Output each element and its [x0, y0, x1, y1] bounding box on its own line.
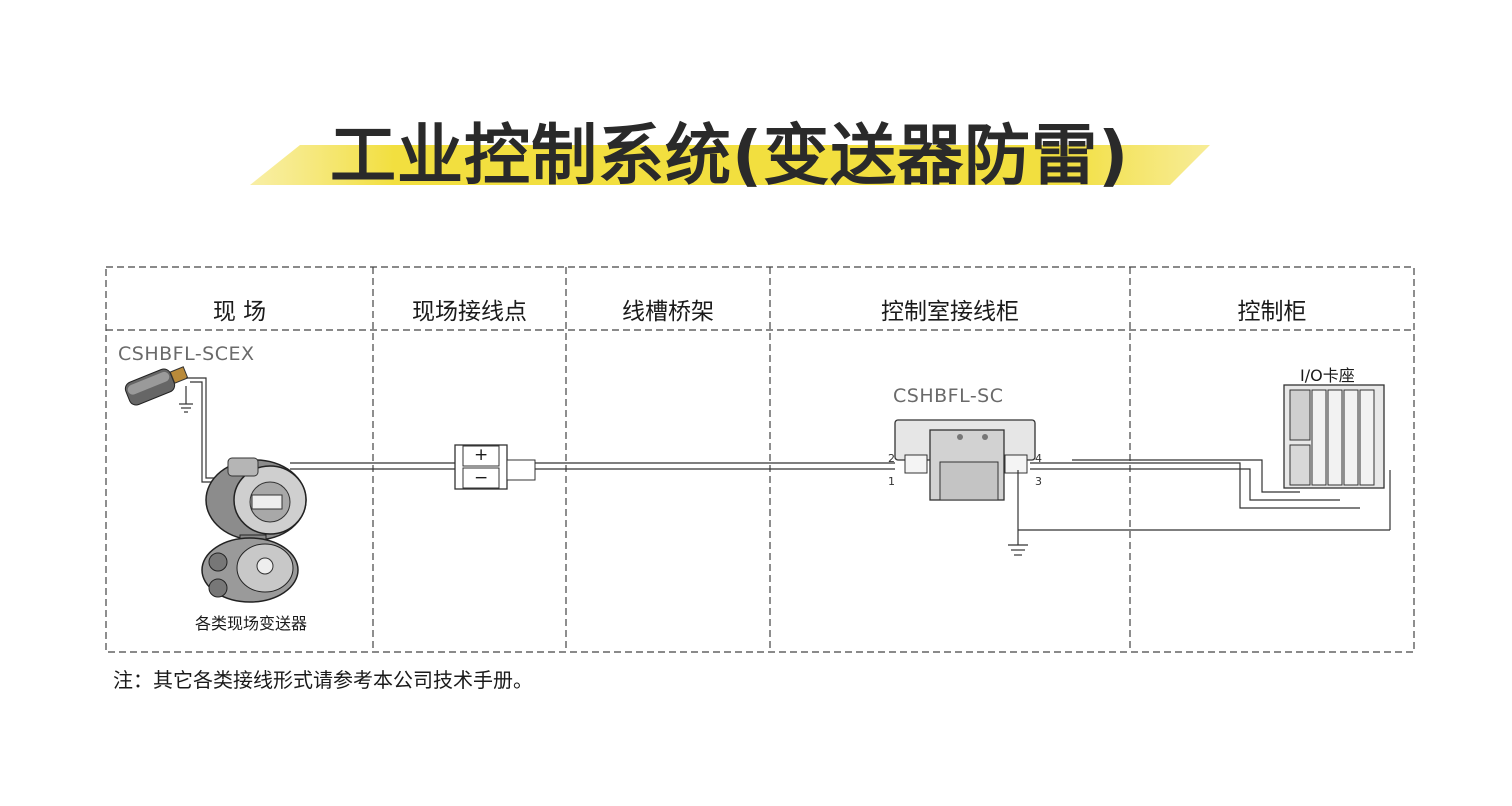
cabinet-surge-protector [894, 419, 1036, 501]
field-ground-symbol [179, 386, 193, 413]
main-cable-2 [535, 462, 895, 470]
main-cable-1 [290, 462, 455, 470]
io-card-rack [1283, 384, 1385, 489]
column-header-control-room-cabinet: 控制室接线柜 [881, 299, 1019, 325]
field-cable [186, 377, 232, 483]
pin-3-label: 3 [1035, 475, 1042, 488]
field-terminal-block [454, 444, 536, 490]
footnote: 注：其它各类接线形式请参考本公司技术手册。 [113, 668, 533, 692]
pin-4-label: 4 [1035, 452, 1042, 465]
field-protector-model-label: CSHBFL-SCEX [118, 343, 255, 365]
transmitter-caption: 各类现场变送器 [195, 614, 308, 633]
pin-2-label: 2 [888, 452, 895, 465]
transmitter-device [201, 457, 307, 603]
column-header-control-cabinet: 控制柜 [1237, 299, 1307, 325]
column-header-field-terminal: 现场接线点 [412, 299, 527, 325]
column-header-cable-tray: 线槽桥架 [622, 299, 714, 325]
main-cable-3 [1030, 459, 1360, 509]
pin-1-label: 1 [888, 475, 895, 488]
title-highlight-band [250, 145, 1210, 185]
table-grid [105, 266, 1415, 653]
terminal-plus-label: + [474, 445, 489, 465]
column-header-field: 现 场 [212, 299, 267, 325]
terminal-minus-label: − [474, 468, 489, 488]
io-card-label: I/O卡座 [1300, 366, 1355, 385]
page-title: 工业控制系统(变送器防雷) [330, 117, 1130, 194]
cabinet-protector-model-label: CSHBFL-SC [893, 385, 1004, 407]
field-surge-protector [124, 366, 189, 406]
cabinet-ground-symbol [1008, 470, 1391, 556]
